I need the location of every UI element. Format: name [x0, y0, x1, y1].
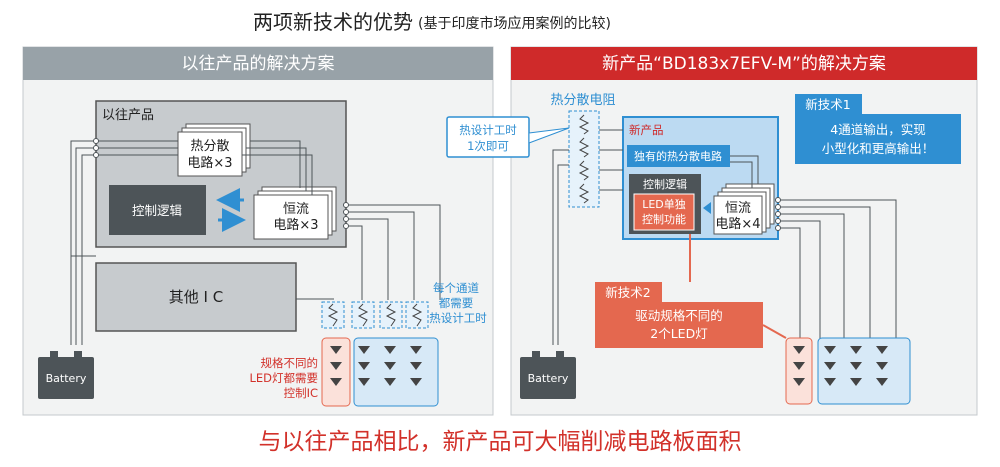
constant-current-block	[253, 194, 329, 240]
tech2-tab	[595, 282, 662, 302]
heat-resistor-label: 热分散电阻	[550, 93, 615, 108]
legacy-product-label: 以往产品	[102, 108, 154, 123]
tech1-title: 新技术1	[805, 97, 850, 112]
heat-resistor-box	[568, 110, 600, 208]
tech2-line2: 2个LED灯	[650, 326, 707, 341]
legacy-logic-label: 控制逻辑	[132, 203, 182, 218]
const-block-line2: 电路×3	[273, 217, 318, 233]
page-title: 两项新技术的优势	[253, 10, 413, 34]
other-ic-box	[95, 262, 297, 332]
callout-line2: 1次即可	[467, 139, 509, 153]
legacy-blue-led-group	[353, 337, 439, 407]
led-single-line1: LED单独	[642, 198, 686, 211]
tech2-title: 新技术2	[605, 285, 650, 300]
unique-heat-circuit	[627, 145, 730, 167]
red-note-line3: 控制IC	[284, 386, 318, 400]
heat-block-line2: 电路×3	[187, 155, 232, 171]
new-const-line2: 电路×4	[715, 216, 760, 232]
heat-dispersion-block	[177, 131, 243, 177]
right-header: 新产品“BD183x7EFV-M”的解决方案	[602, 54, 886, 74]
legacy-red-led-group	[321, 337, 351, 407]
red-note-line2: LED灯都需要	[249, 371, 318, 385]
tech2-box	[595, 302, 763, 348]
new-const-block	[713, 195, 763, 235]
heat-block-line1: 热分散	[190, 139, 229, 154]
callout-line1: 热设计工时	[459, 123, 517, 137]
new-red-led-group	[785, 337, 813, 405]
blue-note-line2: 都需要	[439, 296, 474, 310]
new-logic-label: 控制逻辑	[643, 177, 687, 191]
right-header-bar	[511, 47, 977, 80]
tech1-box	[795, 114, 961, 164]
right-panel: 新产品“BD183x7EFV-M”的解决方案 热分散电阻 热设计工时 1次即可 …	[446, 46, 978, 416]
tech1-line2: 小型化和更高输出！	[822, 141, 935, 156]
unique-heat-label: 独有的热分散电路	[634, 149, 722, 163]
bottom-caption: 与以往产品相比，新产品可大幅削减电路板面积	[259, 429, 742, 455]
new-const-line1: 恒流	[725, 201, 751, 216]
other-ic-label: 其他 I C	[169, 288, 223, 306]
red-note-line1: 规格不同的	[261, 356, 319, 370]
new-battery-label: Battery	[528, 372, 569, 385]
new-blue-led-group	[817, 337, 911, 405]
left-header: 以往产品的解决方案	[182, 54, 335, 74]
led-single-control	[633, 193, 695, 231]
new-battery	[520, 357, 576, 399]
page-subtitle: (基于印度市场应用案例的比较)	[418, 15, 611, 32]
led-single-line2: 控制功能	[642, 212, 686, 226]
legacy-battery-label: Battery	[46, 372, 87, 385]
legacy-control-logic	[109, 185, 206, 235]
left-header-bar	[23, 47, 493, 80]
tech1-tab	[795, 94, 862, 114]
left-panel: 以往产品的解决方案 以往产品 热分散 电路×3 控制逻辑 恒流 电路×3 其他 …	[22, 46, 494, 416]
tech1-line1: 4通道输出，实现	[830, 122, 925, 137]
blue-note-line3: 热设计工时	[429, 311, 487, 325]
new-product-label: 新产品	[629, 123, 664, 137]
const-block-line1: 恒流	[283, 202, 309, 217]
legacy-battery	[38, 357, 94, 399]
tech2-line1: 驱动规格不同的	[635, 308, 723, 323]
blue-note-line1: 每个通道	[433, 281, 479, 295]
